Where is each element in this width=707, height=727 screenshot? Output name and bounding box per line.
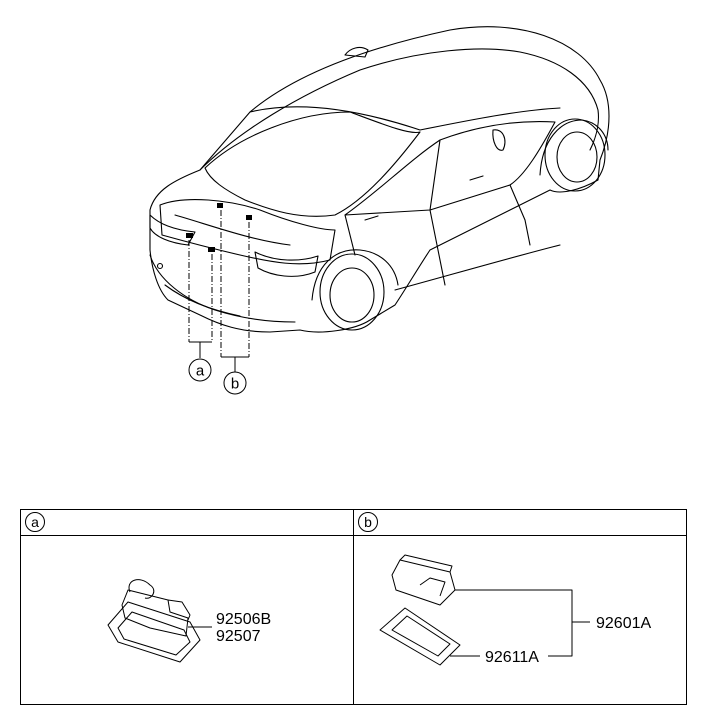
housing-frame	[379, 607, 461, 666]
table-header-a-label: a	[31, 514, 39, 530]
bracket-lines	[189, 341, 249, 372]
door-line-front	[509, 184, 531, 246]
bumper-lower	[164, 284, 241, 317]
door-handle-front	[469, 175, 484, 181]
car-roof-line	[249, 106, 561, 131]
license-lamp-drawing	[107, 579, 212, 663]
tail-light-right	[254, 251, 319, 277]
front-wheel	[544, 118, 606, 192]
tail-light-left	[149, 214, 196, 246]
trunk-lamp-marker-2	[246, 215, 252, 220]
lamp-wire	[128, 579, 155, 599]
front-wheel-arch	[539, 119, 609, 176]
lamp-connector	[167, 599, 191, 621]
table-header-b: b	[358, 512, 378, 532]
reflector	[156, 262, 164, 270]
part-number-92507: 92507	[216, 628, 261, 645]
b-pillar	[429, 139, 441, 211]
lamp-base-inner	[117, 611, 191, 656]
side-window	[344, 121, 556, 216]
car-illustration	[149, 26, 610, 333]
bracket-a	[189, 341, 212, 358]
trunk-lamp-marker-1	[217, 203, 223, 208]
part-number-92611A: 92611A	[485, 649, 539, 666]
trunk-lid	[159, 199, 336, 265]
callout-a-label: a	[196, 363, 205, 380]
callout-b-label: b	[231, 376, 239, 393]
door-handle-rear	[364, 215, 379, 221]
lamp-housing	[121, 589, 189, 637]
part-number-92601A: 92601A	[596, 615, 651, 632]
housing-frame-inner	[391, 615, 451, 657]
rear-wheel-rim	[329, 267, 375, 323]
lamp-unit-top	[399, 554, 453, 573]
lamp-markers	[186, 203, 252, 252]
part-number-92506B: 92506B	[216, 611, 271, 628]
lamp-unit-detail	[419, 577, 446, 597]
trunk-lamp-drawing	[379, 554, 590, 666]
license-lamp-marker-2	[208, 247, 215, 252]
side-mirror	[492, 129, 506, 151]
sill-line	[394, 244, 561, 291]
callout-a: a	[188, 358, 212, 382]
rear-wheel	[319, 253, 385, 331]
lamp-base	[107, 601, 201, 663]
table-header-a: a	[25, 512, 45, 532]
leader-92601A	[455, 589, 590, 657]
leader-lines	[188, 210, 250, 357]
car-body-outline	[149, 26, 610, 333]
trunk-edge	[174, 214, 291, 246]
front-wheel-rim	[556, 131, 598, 183]
callout-b: b	[223, 371, 247, 395]
parts-table	[20, 509, 687, 705]
table-header-b-label: b	[364, 514, 372, 530]
rear-window	[204, 111, 421, 217]
rear-wheel-arch	[311, 249, 399, 301]
license-lamp-marker-1	[186, 233, 193, 238]
bracket-b	[221, 356, 249, 372]
antenna	[344, 46, 369, 58]
